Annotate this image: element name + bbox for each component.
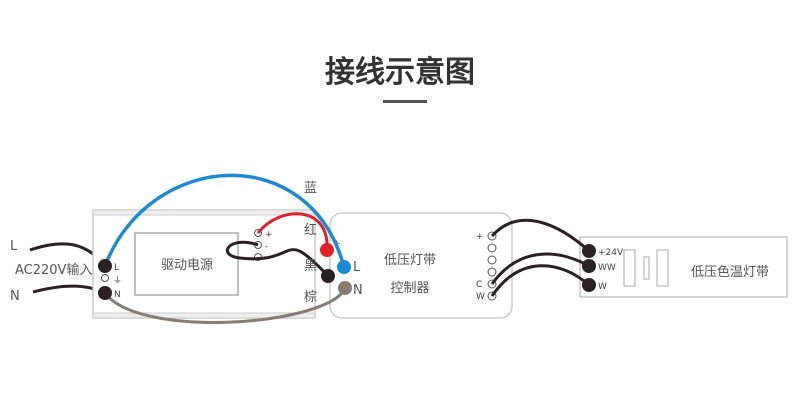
controller-name-line2: 控制器 — [390, 281, 429, 296]
mains-l-label: L — [10, 239, 18, 254]
strip-pin-24v: +24V — [598, 248, 624, 258]
title-underline — [383, 100, 427, 103]
wire-label-black: 黑 — [304, 259, 317, 274]
brown-wire — [103, 287, 347, 324]
strip-24v-terminal — [582, 244, 596, 258]
psu-terminal-earth: ⏚ — [113, 275, 122, 286]
strip-name: 低压色温灯带 — [691, 264, 769, 280]
controller-in-n: N — [353, 283, 363, 298]
mains-n-label: N — [10, 289, 20, 304]
led-strip: 低压色温灯带 +24V WW W — [579, 236, 788, 298]
controller-minus-terminal — [321, 269, 335, 283]
psu-terminal-n: N — [114, 290, 121, 300]
controller-out-w: W — [476, 292, 485, 302]
strip-ww-terminal — [582, 259, 596, 273]
mains-input-label: AC220V输入 — [15, 262, 92, 278]
wire-label-red: 红 — [304, 222, 317, 238]
blue-wire — [103, 173, 346, 268]
controller-out-c: C — [476, 280, 482, 290]
psu-out-plus: + — [265, 230, 273, 240]
power-supply: 驱动电源 L ⏚ N + - - — [92, 209, 316, 319]
wire-w — [490, 264, 590, 297]
controller-in-l: L — [353, 260, 361, 275]
psu-terminal-l: L — [114, 263, 119, 273]
psu-n-terminal — [98, 286, 112, 300]
black-wire — [225, 240, 330, 278]
wire-24v — [490, 218, 591, 253]
strip-w-terminal — [582, 278, 596, 292]
strip-pin-w: W — [598, 282, 607, 292]
psu-l-terminal — [98, 259, 112, 273]
wire-label-brown: 棕 — [304, 290, 317, 305]
psu-earth-terminal — [101, 274, 109, 282]
red-wire — [256, 212, 329, 251]
controller-n-terminal — [338, 281, 352, 295]
controller-l-terminal — [337, 260, 351, 274]
controller-out-plus: + — [476, 232, 484, 242]
controller: 低压灯带 控制器 + L N + C W — [329, 212, 513, 319]
wire-ww — [490, 252, 590, 285]
strip-pin-ww: WW — [598, 263, 616, 273]
diagram-title: 接线示意图 — [325, 55, 475, 90]
psu-out-minus-1: - — [265, 242, 268, 252]
controller-plus-terminal — [320, 243, 334, 257]
psu-name: 驱动电源 — [161, 258, 213, 273]
controller-name-line1: 低压灯带 — [384, 253, 436, 268]
wire-label-blue: 蓝 — [304, 181, 317, 196]
